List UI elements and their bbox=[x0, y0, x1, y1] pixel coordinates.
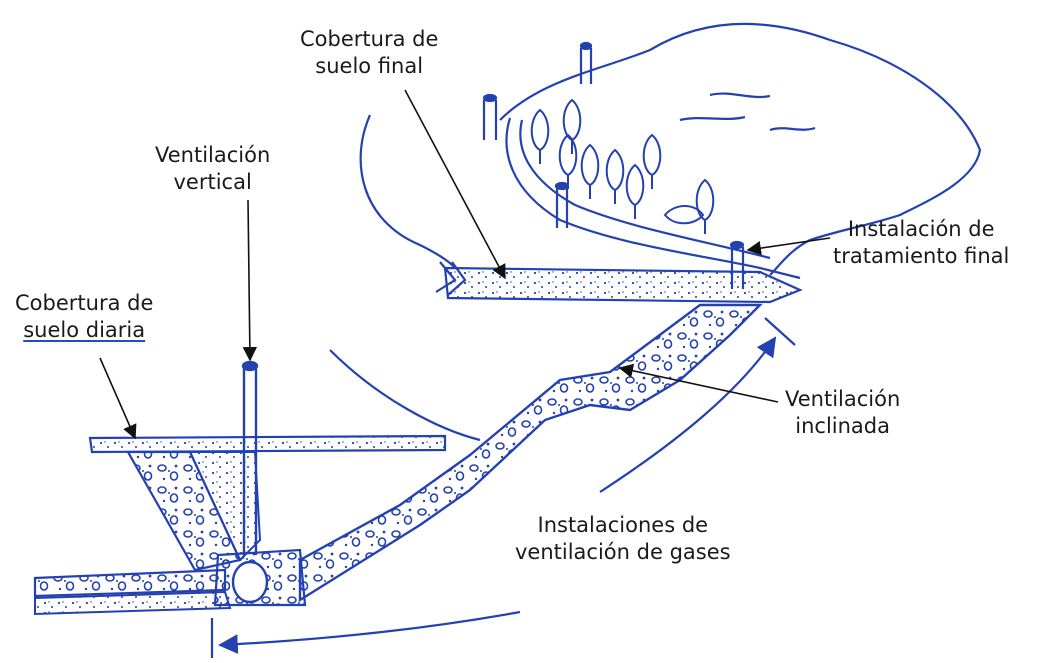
label-vertical-vent-line1: Ventilación bbox=[155, 142, 270, 169]
label-vertical-vent: Ventilación vertical bbox=[155, 142, 270, 196]
label-gas-vent-facilities: Instalaciones de ventilación de gases bbox=[515, 512, 731, 566]
label-final-cover: Cobertura de suelo final bbox=[300, 26, 438, 80]
leader-final-treatment bbox=[748, 238, 830, 250]
label-gas-vent-facilities-line2: ventilación de gases bbox=[515, 539, 731, 566]
vent-pipes-hill bbox=[484, 43, 743, 289]
label-inclined-vent-line2: inclinada bbox=[785, 413, 900, 440]
label-daily-cover: Cobertura de suelo diaria bbox=[15, 290, 153, 344]
label-final-cover-line1: Cobertura de bbox=[300, 26, 438, 53]
label-daily-cover-line2: suelo diaria bbox=[15, 317, 153, 344]
bottom-gravel-layers bbox=[35, 550, 305, 614]
label-gas-vent-facilities-line1: Instalaciones de bbox=[515, 512, 731, 539]
leader-final-cover bbox=[405, 90, 505, 278]
label-final-treatment-line2: tratamiento final bbox=[833, 243, 1009, 270]
leader-vertical-vent bbox=[248, 200, 250, 360]
label-final-treatment: Instalación de tratamiento final bbox=[833, 216, 1009, 270]
label-final-treatment-line1: Instalación de bbox=[833, 216, 1009, 243]
trees bbox=[532, 100, 714, 234]
label-inclined-vent-line1: Ventilación bbox=[785, 386, 900, 413]
label-inclined-vent: Ventilación inclinada bbox=[785, 386, 900, 440]
leader-daily-cover bbox=[100, 358, 135, 438]
bottom-arrow bbox=[212, 612, 520, 658]
daily-cover-layer bbox=[90, 436, 445, 570]
label-daily-cover-line1: Cobertura de bbox=[15, 290, 153, 317]
final-cover-layer bbox=[436, 262, 800, 302]
label-final-cover-line2: suelo final bbox=[300, 53, 438, 80]
collection-pipe bbox=[233, 562, 267, 602]
label-vertical-vent-line2: vertical bbox=[155, 169, 270, 196]
